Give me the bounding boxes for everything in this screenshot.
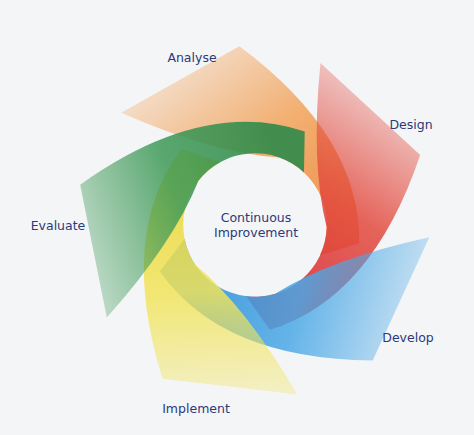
stage-label: Analyse (167, 50, 216, 65)
stage-label: Evaluate (31, 218, 86, 233)
center-label: Continuous Improvement (206, 210, 306, 240)
stage-label: Implement (162, 401, 230, 416)
stage-label: Develop (382, 330, 433, 345)
evaluate-band (44, 71, 316, 362)
stage-label: Design (389, 117, 432, 132)
